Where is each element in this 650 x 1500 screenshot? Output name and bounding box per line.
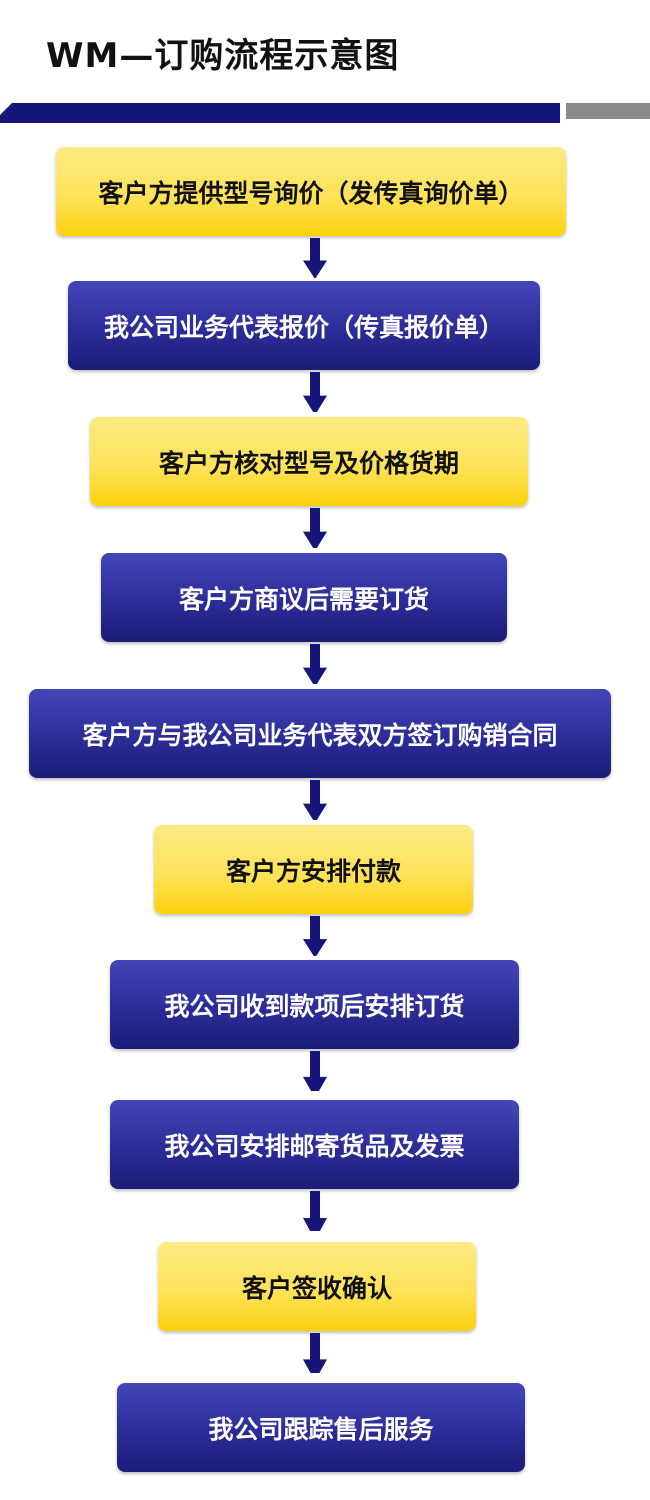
step-2: 我公司业务代表报价（传真报价单） <box>68 281 540 370</box>
arrow-down-icon <box>303 1333 327 1373</box>
step-5: 客户方与我公司业务代表双方签订购销合同 <box>29 689 611 778</box>
arrow-down-icon <box>303 780 327 820</box>
step-7: 我公司收到款项后安排订货 <box>110 960 519 1049</box>
step-8: 我公司安排邮寄货品及发票 <box>110 1100 519 1189</box>
step-9: 客户签收确认 <box>158 1242 476 1331</box>
arrow-down-icon <box>303 238 327 278</box>
arrow-down-icon <box>303 644 327 684</box>
diagram-title: WM—订购流程示意图 <box>46 36 400 76</box>
step-3: 客户方核对型号及价格货期 <box>90 417 528 506</box>
arrow-down-icon <box>303 916 327 956</box>
header-bar-gray <box>566 103 650 119</box>
step-10: 我公司跟踪售后服务 <box>117 1383 525 1472</box>
step-6: 客户方安排付款 <box>154 825 473 914</box>
header-bar-blue <box>0 103 560 123</box>
arrow-down-icon <box>303 1051 327 1091</box>
step-4: 客户方商议后需要订货 <box>101 553 507 642</box>
step-1: 客户方提供型号询价（发传真询价单） <box>56 147 566 236</box>
arrow-down-icon <box>303 1191 327 1231</box>
arrow-down-icon <box>303 372 327 412</box>
arrow-down-icon <box>303 508 327 548</box>
